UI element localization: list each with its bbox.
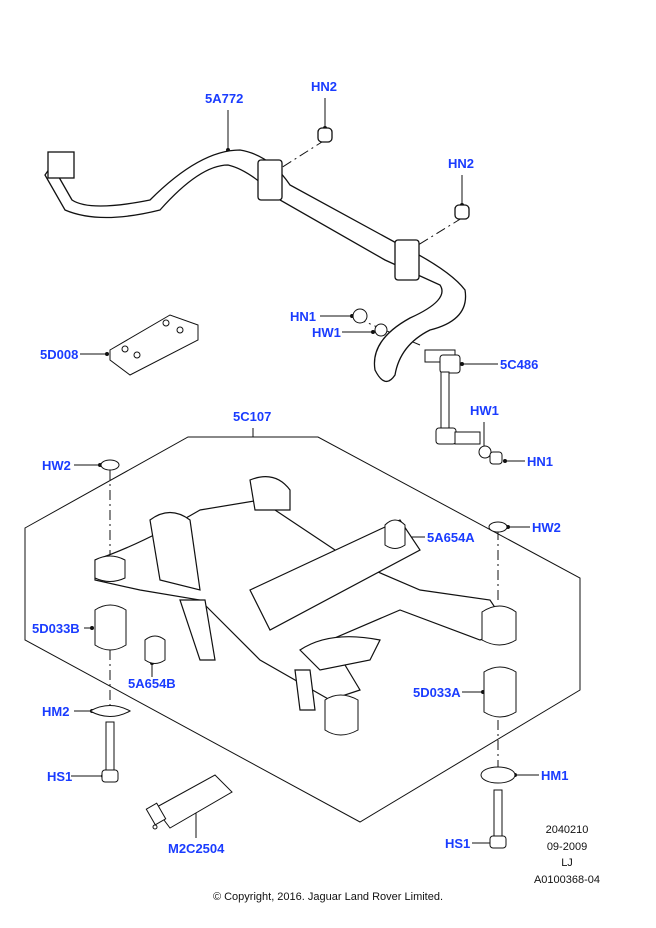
callout-5d033b[interactable]: 5D033B [32,621,80,636]
info-initials: LJ [561,857,573,869]
callout-m2c2504[interactable]: M2C2504 [168,841,225,856]
anti-roll-bar-drawing [44,127,470,382]
copyright-text: © Copyright, 2016. Jaguar Land Rover Lim… [212,891,444,903]
callout-hn2-right[interactable]: HN2 [448,156,475,171]
callout-hn1-upper[interactable]: HN1 [290,309,317,324]
callout-hm1[interactable]: HM1 [541,768,569,783]
callout-5a772[interactable]: 5A772 [205,91,244,106]
callout-5d033a[interactable]: 5D033A [413,685,461,700]
callout-5c107[interactable]: 5C107 [233,409,272,424]
mount-5d033b [94,604,127,651]
callout-hw1-lower[interactable]: HW1 [470,403,499,418]
callout-5d008[interactable]: 5D008 [40,347,79,362]
callout-5a654a[interactable]: 5A654A [427,530,475,545]
callout-hw2-right[interactable]: HW2 [532,520,561,535]
link-drawing [424,349,503,465]
callout-hw1-upper[interactable]: HW1 [312,325,341,340]
callout-5a654b[interactable]: 5A654B [128,676,176,691]
callout-hn2-left[interactable]: HN2 [311,79,338,94]
callout-hw2-left[interactable]: HW2 [42,458,71,473]
info-date: 09-2009 [546,841,588,853]
callout-hs1-right[interactable]: HS1 [445,836,471,851]
callout-hn1-lower[interactable]: HN1 [527,454,554,469]
callout-5c486[interactable]: 5C486 [500,357,539,372]
subframe-bracket [24,436,581,823]
callout-hm2[interactable]: HM2 [42,704,70,719]
washer-hm2 [88,705,132,717]
info-code: 2040210 [545,824,589,836]
washer-hm1 [480,766,516,784]
callout-hs1-left[interactable]: HS1 [47,769,73,784]
info-ref: A0100368-04 [533,874,601,886]
plate-drawing [109,314,199,376]
bush-5a654a [384,519,406,549]
subframe-drawing [94,476,511,711]
sealant-tube [154,774,233,829]
mount-5d033a [483,666,517,718]
bush-5a654b [144,635,166,664]
leader-lines [71,98,539,844]
